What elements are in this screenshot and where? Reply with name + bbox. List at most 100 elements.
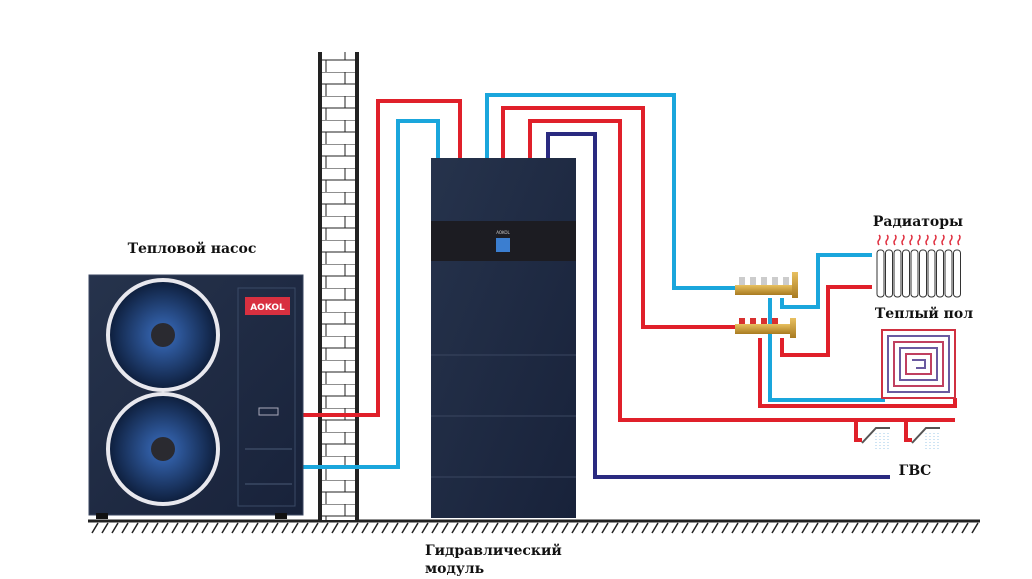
hatch-mark <box>491 522 499 534</box>
heat-wave-icon <box>893 234 897 246</box>
brick-wall <box>318 52 359 520</box>
hatch-mark <box>601 522 609 534</box>
hatch-mark <box>271 522 279 534</box>
hatch-mark <box>341 522 349 534</box>
cold-water-pipe <box>546 132 890 479</box>
shower-heads <box>861 427 940 450</box>
hatch-mark <box>331 522 339 534</box>
heat-wave-icon <box>941 234 945 246</box>
radiator-section <box>927 249 936 298</box>
hatch-mark <box>281 522 289 534</box>
hatch-mark <box>201 522 209 534</box>
hatch-mark <box>501 522 509 534</box>
hatch-mark <box>461 522 469 534</box>
manifold-supply <box>735 318 796 338</box>
hatch-mark <box>481 522 489 534</box>
module-logo: AOKOL <box>496 230 510 235</box>
radiator-supply-pipe <box>780 285 872 357</box>
control-display[interactable] <box>496 238 510 252</box>
heat-wave-icon <box>949 234 953 246</box>
radiator-section <box>885 249 893 298</box>
handle <box>258 407 279 416</box>
hatch-mark <box>651 522 659 534</box>
hatch-mark <box>671 522 679 534</box>
manifold-return <box>735 272 798 298</box>
heating-supply-pipe <box>501 106 740 329</box>
hatch-mark <box>291 522 299 534</box>
heat-wave-icon <box>933 234 937 246</box>
floor-heating-label: Теплый пол <box>875 305 973 322</box>
radiator-section <box>910 249 919 298</box>
hatch-mark <box>441 522 449 534</box>
hatch-mark <box>941 522 949 534</box>
hatch-mark <box>561 522 569 534</box>
hatch-mark <box>231 522 239 534</box>
shower-drop-2 <box>904 420 912 442</box>
radiator-section <box>902 249 910 298</box>
hatch-mark <box>321 522 329 534</box>
logo-badge <box>245 297 290 315</box>
hatch-mark <box>471 522 479 534</box>
hatch-mark <box>261 522 269 534</box>
hatch-mark <box>791 522 799 534</box>
hatch-mark <box>961 522 969 534</box>
hatch-mark <box>131 522 139 534</box>
hatch-mark <box>511 522 519 534</box>
hatch-mark <box>91 522 99 534</box>
shower-drop-1 <box>854 420 862 442</box>
hatch-mark <box>421 522 429 534</box>
hatch-mark <box>821 522 829 534</box>
hatch-mark <box>761 522 769 534</box>
hatch-mark <box>221 522 229 534</box>
hatch-mark <box>521 522 529 534</box>
hatch-mark <box>371 522 379 534</box>
hydro-module-label-2: модуль <box>425 561 484 577</box>
hatch-mark <box>571 522 579 534</box>
hatch-mark <box>881 522 889 534</box>
heat-wave-icon <box>901 234 905 246</box>
hatch-mark <box>451 522 459 534</box>
hatch-mark <box>741 522 749 534</box>
heat-wave-icon <box>909 234 913 246</box>
hot-water-label: ГВС <box>899 463 932 479</box>
hatch-mark <box>891 522 899 534</box>
radiator-section <box>936 249 944 298</box>
hatch-mark <box>921 522 929 534</box>
hatch-mark <box>191 522 199 534</box>
heat-pump-unit: AOKOL <box>88 274 304 519</box>
hatch-mark <box>111 522 119 534</box>
hatch-mark <box>211 522 219 534</box>
hatch-mark <box>851 522 859 534</box>
hatch-mark <box>351 522 359 534</box>
hatch-mark <box>751 522 759 534</box>
hatch-mark <box>531 522 539 534</box>
hatch-mark <box>641 522 649 534</box>
hatch-mark <box>361 522 369 534</box>
hot-water-pipe <box>528 119 955 422</box>
hatch-mark <box>141 522 149 534</box>
heat-pump-label: Тепловой насос <box>128 240 257 257</box>
hatch-mark <box>551 522 559 534</box>
hatch-mark <box>811 522 819 534</box>
fan-bottom <box>106 392 220 506</box>
heat-wave-icon <box>877 234 881 246</box>
hatch-mark <box>581 522 589 534</box>
hatch-mark <box>771 522 779 534</box>
pipes <box>300 93 957 479</box>
radiator-section <box>944 249 953 298</box>
radiator-section <box>893 249 902 298</box>
hatch-mark <box>831 522 839 534</box>
hatch-mark <box>541 522 549 534</box>
hatch-mark <box>731 522 739 534</box>
heat-pump-logo: AOKOL <box>250 303 285 313</box>
radiator-section <box>919 249 927 298</box>
hatch-mark <box>711 522 719 534</box>
radiator <box>876 234 961 298</box>
hatch-mark <box>681 522 689 534</box>
hatch-mark <box>901 522 909 534</box>
heat-pump-return-pipe <box>300 119 440 469</box>
floor-supply-pipe <box>758 338 957 408</box>
hatch-mark <box>691 522 699 534</box>
heat-pump-supply-pipe <box>300 99 462 417</box>
